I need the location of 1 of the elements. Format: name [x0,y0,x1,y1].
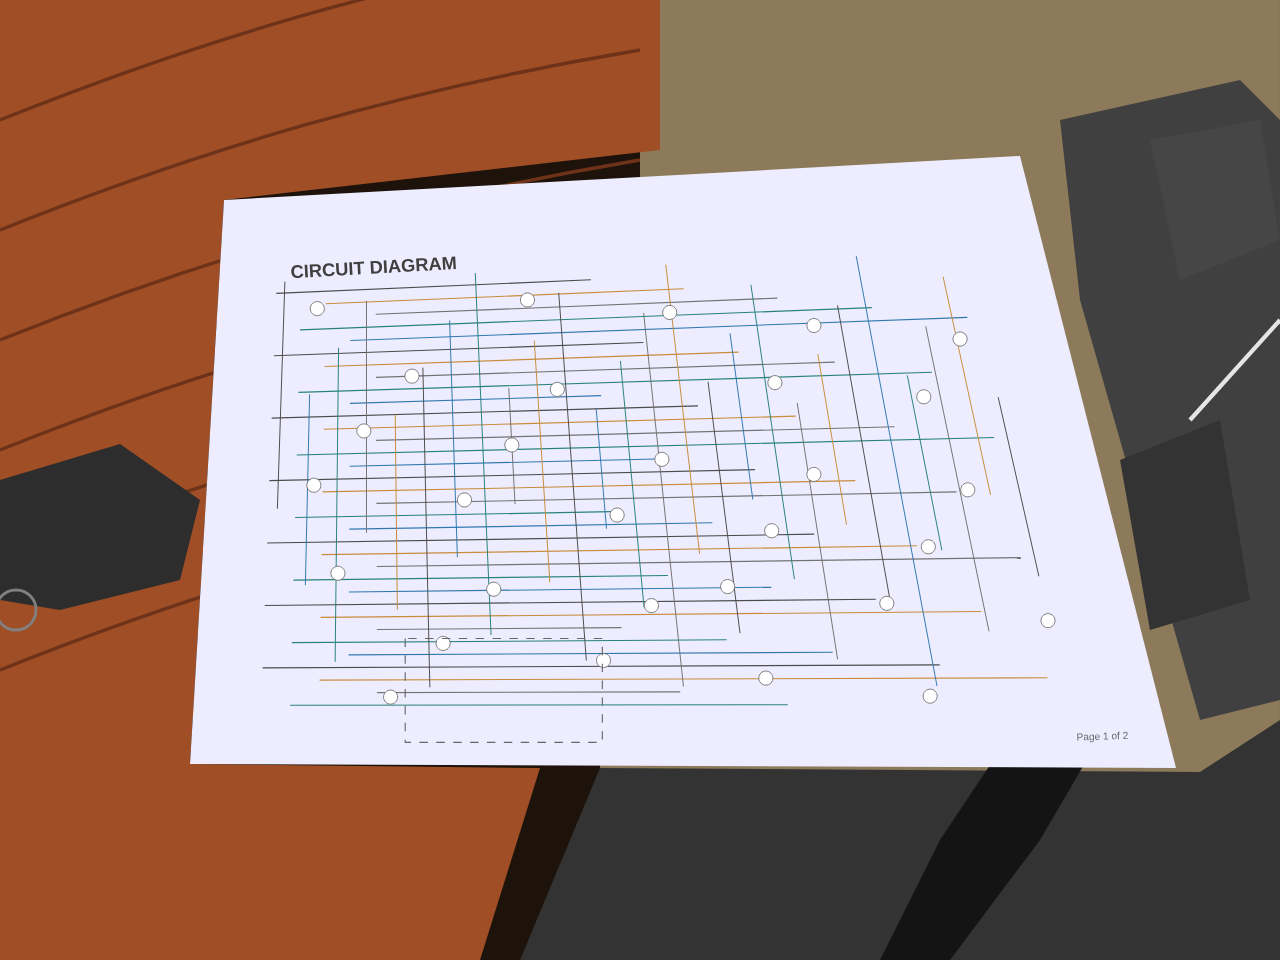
diagram-title: CIRCUIT DIAGRAM [291,256,456,279]
